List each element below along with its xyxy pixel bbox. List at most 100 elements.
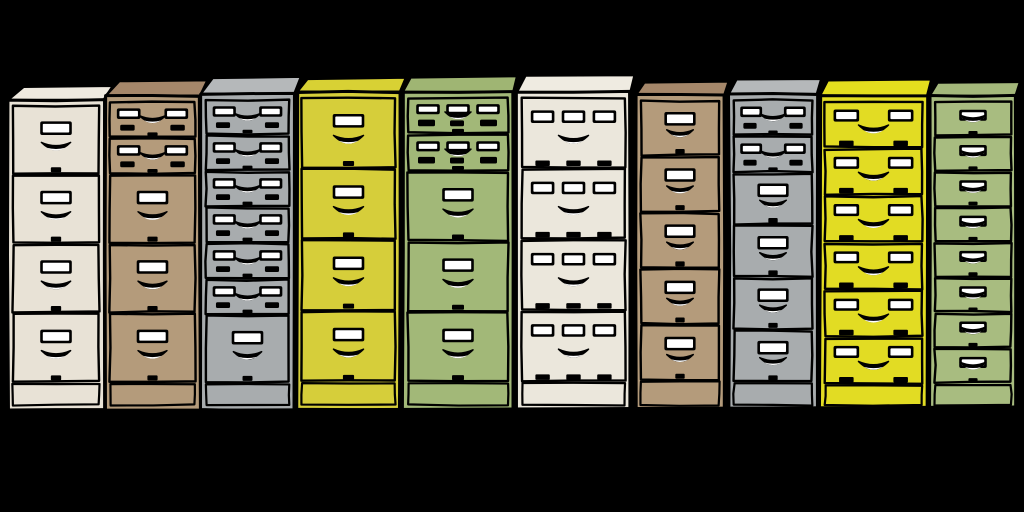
brown-5-drawer-cabinet-drawer-4-label-card (666, 283, 694, 292)
bright-yellow-6-drawer-cabinet-drawer-6-handle-highlight (863, 366, 884, 370)
bright-yellow-6-drawer-cabinet-drawer-3[interactable] (823, 194, 924, 243)
gray-six-small-drawer-cabinet[interactable] (199, 75, 303, 413)
green-mixed-drawer-cabinet-plinth (407, 382, 510, 407)
green-mixed-drawer-cabinet-drawer-5-foot (452, 375, 464, 381)
yellow-4-drawer-cabinet-drawer-1-handle-highlight (338, 140, 359, 144)
yellow-4-drawer-cabinet-drawer-3-foot (342, 303, 355, 309)
green-mixed-drawer-cabinet[interactable] (400, 74, 519, 413)
white-triple-label-cabinet-drawer-4-label-2-card (564, 326, 583, 335)
cream-4-drawer-cabinet-drawer-2[interactable] (11, 174, 101, 245)
cream-4-drawer-cabinet-drawer-1-handle-outline (40, 141, 72, 151)
white-triple-label-cabinet-drawer-1[interactable] (520, 96, 627, 169)
gray-mixed-drawer-cabinet-drawer-3-handle-highlight (764, 205, 782, 208)
brown-5-drawer-cabinet-drawer-1-foot (675, 148, 685, 154)
tan-mixed-drawer-cabinet-drawer-1-tab-left (120, 124, 135, 131)
cream-4-drawer-cabinet-drawer-4-foot (50, 375, 62, 381)
tan-mixed-drawer-cabinet-drawer-1-handle-outline (138, 114, 167, 124)
bright-yellow-6-drawer-cabinet-drawer-1[interactable] (823, 100, 924, 149)
gray-mixed-drawer-cabinet-drawer-1-foot (768, 130, 778, 135)
yellow-4-drawer-cabinet-drawer-2-label-card (335, 187, 362, 197)
bright-yellow-6-drawer-cabinet-drawer-5-foot-2 (893, 329, 908, 336)
brown-5-drawer-cabinet-drawer-3-handle-outline (665, 241, 695, 250)
sage-eight-small-drawer-cabinet[interactable] (928, 80, 1022, 413)
white-triple-label-cabinet-drawer-4[interactable] (520, 310, 627, 383)
white-triple-label-cabinet-drawer-2-foot-1 (535, 231, 550, 238)
gray-six-small-drawer-cabinet-drawer-7-handle-highlight (238, 356, 257, 360)
yellow-4-drawer-cabinet-drawer-3[interactable] (300, 238, 397, 312)
sage-eight-small-drawer-cabinet-drawer-7-handle-highlight (964, 331, 982, 335)
white-triple-label-cabinet-drawer-4-foot-1 (535, 374, 550, 380)
brown-5-drawer-cabinet-drawer-4-foot (675, 317, 685, 323)
brown-5-drawer-cabinet-drawer-2-handle-highlight (671, 190, 689, 194)
cream-4-drawer-cabinet-drawer-3[interactable] (11, 243, 101, 314)
yellow-4-drawer-cabinet-drawer-4[interactable] (300, 310, 397, 382)
bright-yellow-6-drawer-cabinet-drawer-4[interactable] (823, 242, 924, 291)
brown-5-drawer-cabinet[interactable] (634, 80, 730, 412)
bright-yellow-6-drawer-cabinet[interactable] (817, 78, 933, 412)
gray-mixed-drawer-cabinet-drawer-6[interactable] (732, 329, 814, 383)
yellow-4-drawer-cabinet[interactable] (295, 76, 408, 413)
white-triple-label-cabinet-drawer-3-label-2-card (564, 255, 583, 263)
yellow-4-drawer-cabinet-drawer-4-label-card (335, 330, 362, 339)
gray-mixed-drawer-cabinet-drawer-3[interactable] (732, 172, 814, 226)
tan-mixed-drawer-cabinet-drawer-3-foot (147, 236, 158, 242)
cream-4-drawer-cabinet-drawer-3-label-card (42, 262, 70, 272)
tan-mixed-drawer-cabinet-drawer-4-label-card (139, 262, 166, 272)
brown-5-drawer-cabinet-drawer-2[interactable] (639, 155, 721, 214)
bright-yellow-6-drawer-cabinet-drawer-2[interactable] (823, 147, 924, 196)
tan-mixed-drawer-cabinet-drawer-4[interactable] (108, 243, 197, 314)
gray-mixed-drawer-cabinet-drawer-4[interactable] (732, 224, 814, 279)
gray-six-small-drawer-cabinet-drawer-1-foot (242, 129, 253, 134)
bright-yellow-6-drawer-cabinet-drawer-5[interactable] (823, 289, 924, 339)
bright-yellow-6-drawer-cabinet-drawer-6-label-1-card (836, 348, 857, 356)
white-triple-label-cabinet-drawer-3[interactable] (520, 238, 627, 312)
cream-4-drawer-cabinet-drawer-2-foot (50, 236, 62, 242)
brown-5-drawer-cabinet-drawer-1[interactable] (639, 99, 721, 157)
bright-yellow-6-drawer-cabinet-drawer-3-label-2-card (890, 206, 911, 214)
sage-eight-small-drawer-cabinet-drawer-5-handle-outline (959, 255, 987, 264)
bright-yellow-6-drawer-cabinet-drawer-4-foot-1 (839, 282, 854, 288)
sage-eight-small-drawer-cabinet-drawer-7-foot (968, 342, 978, 347)
cream-4-drawer-cabinet-plinth (11, 382, 101, 407)
tan-mixed-drawer-cabinet-drawer-5-foot (147, 375, 158, 381)
white-triple-label-cabinet-drawer-1-handle-highlight (563, 140, 584, 144)
gray-six-small-drawer-cabinet-drawer-7[interactable] (204, 314, 290, 384)
tan-mixed-drawer-cabinet[interactable] (103, 79, 209, 412)
gray-six-small-drawer-cabinet-drawer-2-label-2-card (261, 144, 280, 151)
tan-mixed-drawer-cabinet-drawer-3[interactable] (108, 174, 197, 245)
tan-mixed-drawer-cabinet-drawer-1-handle-highlight (144, 120, 161, 123)
gray-six-small-drawer-cabinet-drawer-3-label-2-card (261, 180, 280, 187)
yellow-4-drawer-cabinet-drawer-2[interactable] (300, 167, 397, 241)
tan-mixed-drawer-cabinet-top-face (104, 79, 209, 98)
cream-4-drawer-cabinet[interactable] (6, 84, 115, 412)
gray-six-small-drawer-cabinet-drawer-4-tab-left (215, 230, 231, 237)
brown-5-drawer-cabinet-drawer-4[interactable] (639, 267, 721, 326)
green-mixed-drawer-cabinet-drawer-3[interactable] (406, 171, 510, 243)
gray-six-small-drawer-cabinet-drawer-2-handle-outline (233, 148, 262, 157)
green-mixed-drawer-cabinet-drawer-2-label-1-card (418, 143, 438, 149)
gray-six-small-drawer-cabinet-drawer-2-handle-highlight (239, 154, 256, 157)
bright-yellow-6-drawer-cabinet-drawer-6[interactable] (823, 337, 924, 386)
tan-mixed-drawer-cabinet-drawer-3-label-card (139, 193, 166, 202)
sage-eight-small-drawer-cabinet-drawer-5-foot (968, 272, 978, 276)
cream-4-drawer-cabinet-drawer-1[interactable] (11, 104, 101, 175)
bright-yellow-6-drawer-cabinet-drawer-3-foot-2 (893, 235, 908, 241)
green-mixed-drawer-cabinet-drawer-5[interactable] (406, 311, 510, 383)
ground-shadow-line (1, 405, 1023, 415)
gray-mixed-drawer-cabinet-drawer-5[interactable] (732, 277, 814, 331)
bright-yellow-6-drawer-cabinet-drawer-6-label-2-card (890, 348, 911, 356)
white-triple-label-cabinet-drawer-2[interactable] (520, 167, 627, 240)
white-triple-label-cabinet-drawer-1-foot-3 (597, 160, 612, 167)
yellow-4-drawer-cabinet-drawer-1[interactable] (300, 96, 397, 170)
gray-mixed-drawer-cabinet[interactable] (727, 77, 823, 413)
brown-5-drawer-cabinet-drawer-5[interactable] (639, 323, 721, 382)
gray-mixed-drawer-cabinet-drawer-1-label-1-card (742, 108, 760, 115)
brown-5-drawer-cabinet-drawer-3-foot (675, 261, 685, 267)
cream-4-drawer-cabinet-drawer-4[interactable] (11, 312, 101, 383)
gray-mixed-drawer-cabinet-drawer-5-foot (768, 322, 778, 328)
white-triple-label-cabinet[interactable] (514, 73, 636, 413)
brown-5-drawer-cabinet-drawer-3[interactable] (639, 211, 721, 269)
tan-mixed-drawer-cabinet-drawer-5[interactable] (108, 312, 197, 384)
green-mixed-drawer-cabinet-drawer-4[interactable] (406, 241, 510, 313)
